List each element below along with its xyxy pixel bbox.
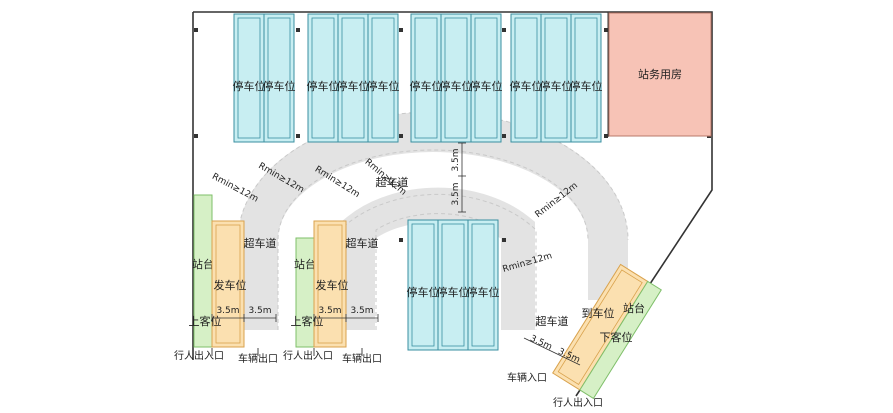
parking-label: 停车位 bbox=[440, 79, 473, 93]
vertical-dimensions: 3.5m 3.5m bbox=[451, 142, 466, 213]
staff-room-label: 站务用房 bbox=[638, 67, 682, 81]
departure-bay-label: 发车位 bbox=[316, 278, 349, 292]
parking-label: 停车位 bbox=[540, 79, 573, 93]
dimension-label: 3.5m bbox=[451, 148, 461, 171]
platform-label: 站台 bbox=[623, 301, 645, 315]
pedestrian-entrance-label: 行人出入口 bbox=[553, 396, 603, 409]
overtake-lane-label: 超车道 bbox=[244, 236, 277, 250]
overtake-lane-label: 超车道 bbox=[376, 175, 409, 189]
top-parking-group-4: 停车位 停车位 停车位 bbox=[510, 13, 603, 143]
entrances-exits: 行人出入口 车辆出口 行人出入口 车辆出口 车辆入口 行人出入口 bbox=[174, 348, 603, 409]
parking-label: 停车位 bbox=[467, 285, 500, 299]
overtake-lane-label: 超车道 bbox=[536, 314, 569, 328]
top-parking-group-2: 停车位 停车位 停车位 bbox=[307, 13, 400, 143]
parking-label: 停车位 bbox=[570, 79, 603, 93]
platform-label: 站台 bbox=[192, 257, 214, 271]
vehicle-exit-label: 车辆出口 bbox=[342, 352, 382, 365]
alighting-label: 下客位 bbox=[600, 330, 633, 344]
parking-label: 停车位 bbox=[470, 79, 503, 93]
dimension-label: 3.5m bbox=[318, 306, 341, 316]
departure-bay-label: 发车位 bbox=[214, 278, 247, 292]
parking-label: 停车位 bbox=[510, 79, 543, 93]
vehicle-entrance-label: 车辆入口 bbox=[507, 371, 547, 384]
top-parking-group-3: 停车位 停车位 停车位 bbox=[410, 13, 503, 143]
overtake-lane-label: 超车道 bbox=[346, 236, 379, 250]
arrival-bay-label: 到车位 bbox=[582, 306, 615, 320]
parking-label: 停车位 bbox=[437, 285, 470, 299]
pedestrian-entrance-label: 行人出入口 bbox=[174, 349, 224, 362]
staff-room: 站务用房 bbox=[608, 12, 712, 137]
top-parking-group-1: 停车位 停车位 bbox=[233, 13, 296, 143]
boarding-label: 上客位 bbox=[189, 314, 222, 328]
parking-label: 停车位 bbox=[307, 79, 340, 93]
middle-platform-area: 站台 发车位 上客位 bbox=[291, 220, 349, 348]
vehicle-exit-label: 车辆出口 bbox=[238, 352, 278, 365]
boarding-label: 上客位 bbox=[291, 314, 324, 328]
left-platform-area: 站台 发车位 上客位 bbox=[189, 194, 247, 348]
platform-label: 站台 bbox=[294, 257, 316, 271]
dimension-label: 3.5m bbox=[216, 306, 239, 316]
dimension-label: 3.5m bbox=[248, 306, 271, 316]
pedestrian-entrance-label: 行人出入口 bbox=[283, 349, 333, 362]
radius-label: Rmin≥12m bbox=[210, 172, 260, 205]
parking-label: 停车位 bbox=[410, 79, 443, 93]
parking-label: 停车位 bbox=[367, 79, 400, 93]
center-parking-group: 停车位 停车位 停车位 bbox=[407, 219, 500, 351]
arrival-area bbox=[552, 263, 662, 400]
parking-label: 停车位 bbox=[337, 79, 370, 93]
parking-label: 停车位 bbox=[407, 285, 440, 299]
dimension-label: 3.5m bbox=[350, 306, 373, 316]
parking-label: 停车位 bbox=[233, 79, 266, 93]
dimension-label: 3.5m bbox=[528, 334, 553, 353]
dimension-label: 3.5m bbox=[451, 182, 461, 205]
parking-label: 停车位 bbox=[263, 79, 296, 93]
